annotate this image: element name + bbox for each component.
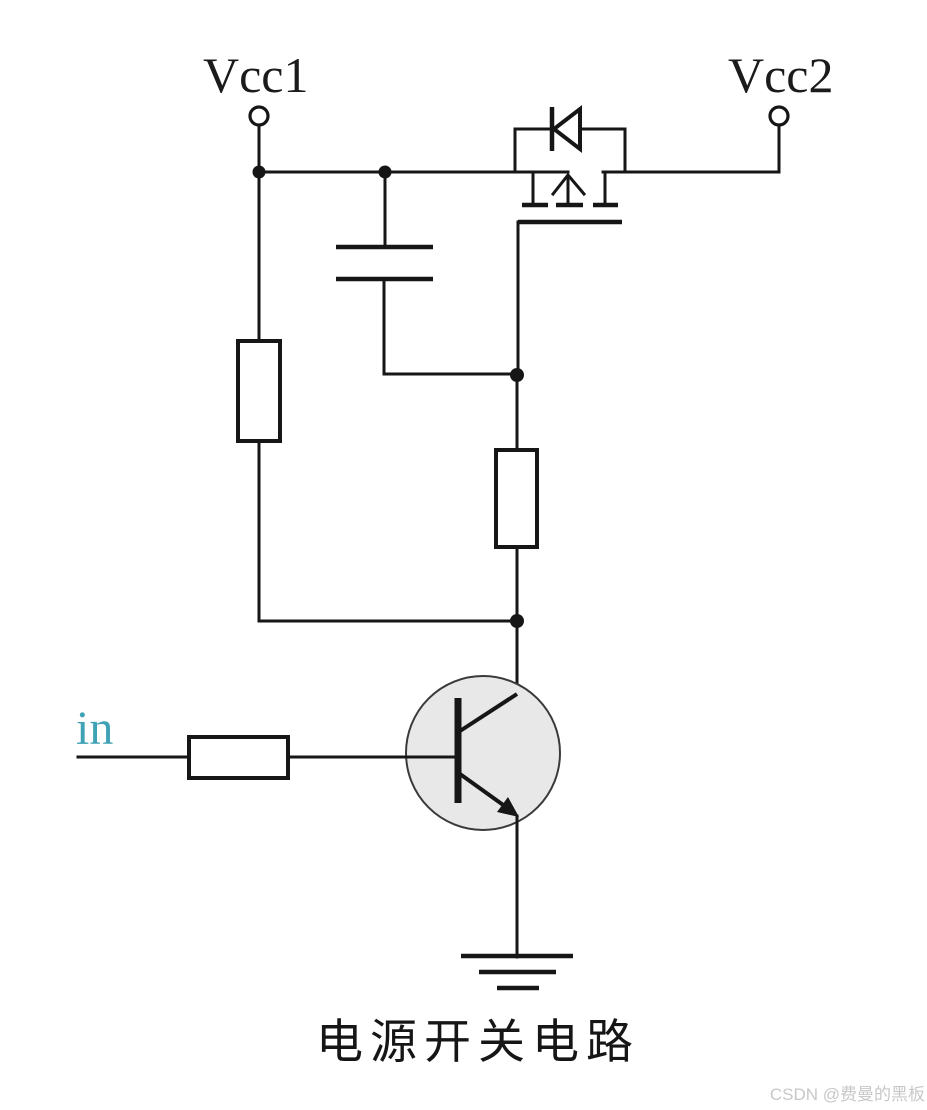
npn-emitter-stroke — [458, 772, 508, 809]
r3-body — [187, 735, 290, 780]
diode-anode-triangle — [550, 104, 582, 154]
vcc2-terminal-circle — [768, 105, 790, 127]
diode-left-lead — [513, 127, 553, 174]
mosfet-body-arrow — [550, 172, 587, 197]
vcc1-terminal-circle — [248, 105, 270, 127]
r2-body — [494, 448, 539, 549]
r1-body — [236, 339, 282, 443]
vcc2-terminal — [601, 105, 790, 174]
resistor-r1 — [236, 170, 519, 623]
input-label: in — [76, 702, 113, 755]
watermark: CSDN @费曼的黑板 — [770, 1085, 925, 1104]
junction-dot-cap — [378, 165, 392, 179]
ground-symbol — [461, 953, 573, 991]
npn-emitter-arrowhead — [497, 797, 519, 817]
body-diode — [513, 104, 627, 174]
vcc2-label: Vcc2 — [728, 47, 834, 103]
vcc1-terminal — [248, 105, 270, 174]
vcc1-label: Vcc1 — [203, 47, 309, 103]
vcc2-drop-wire — [601, 123, 781, 174]
r1-bottom-lead — [257, 439, 519, 623]
npn-collector-stroke — [458, 692, 519, 733]
junction-dot-vcc1 — [252, 165, 266, 179]
npn-body-circle — [405, 675, 561, 831]
capacitor-c1 — [336, 170, 519, 376]
pass-mosfet — [516, 170, 622, 377]
junction-dot-gate — [510, 368, 524, 382]
resistor-r3 — [76, 735, 410, 780]
npn-transistor — [404, 675, 561, 831]
capacitor-bottom-lead — [382, 279, 519, 376]
resistor-r2 — [494, 373, 539, 623]
diode-right-lead — [578, 127, 627, 174]
circuit-title: 电源开关电路 — [316, 1017, 640, 1069]
